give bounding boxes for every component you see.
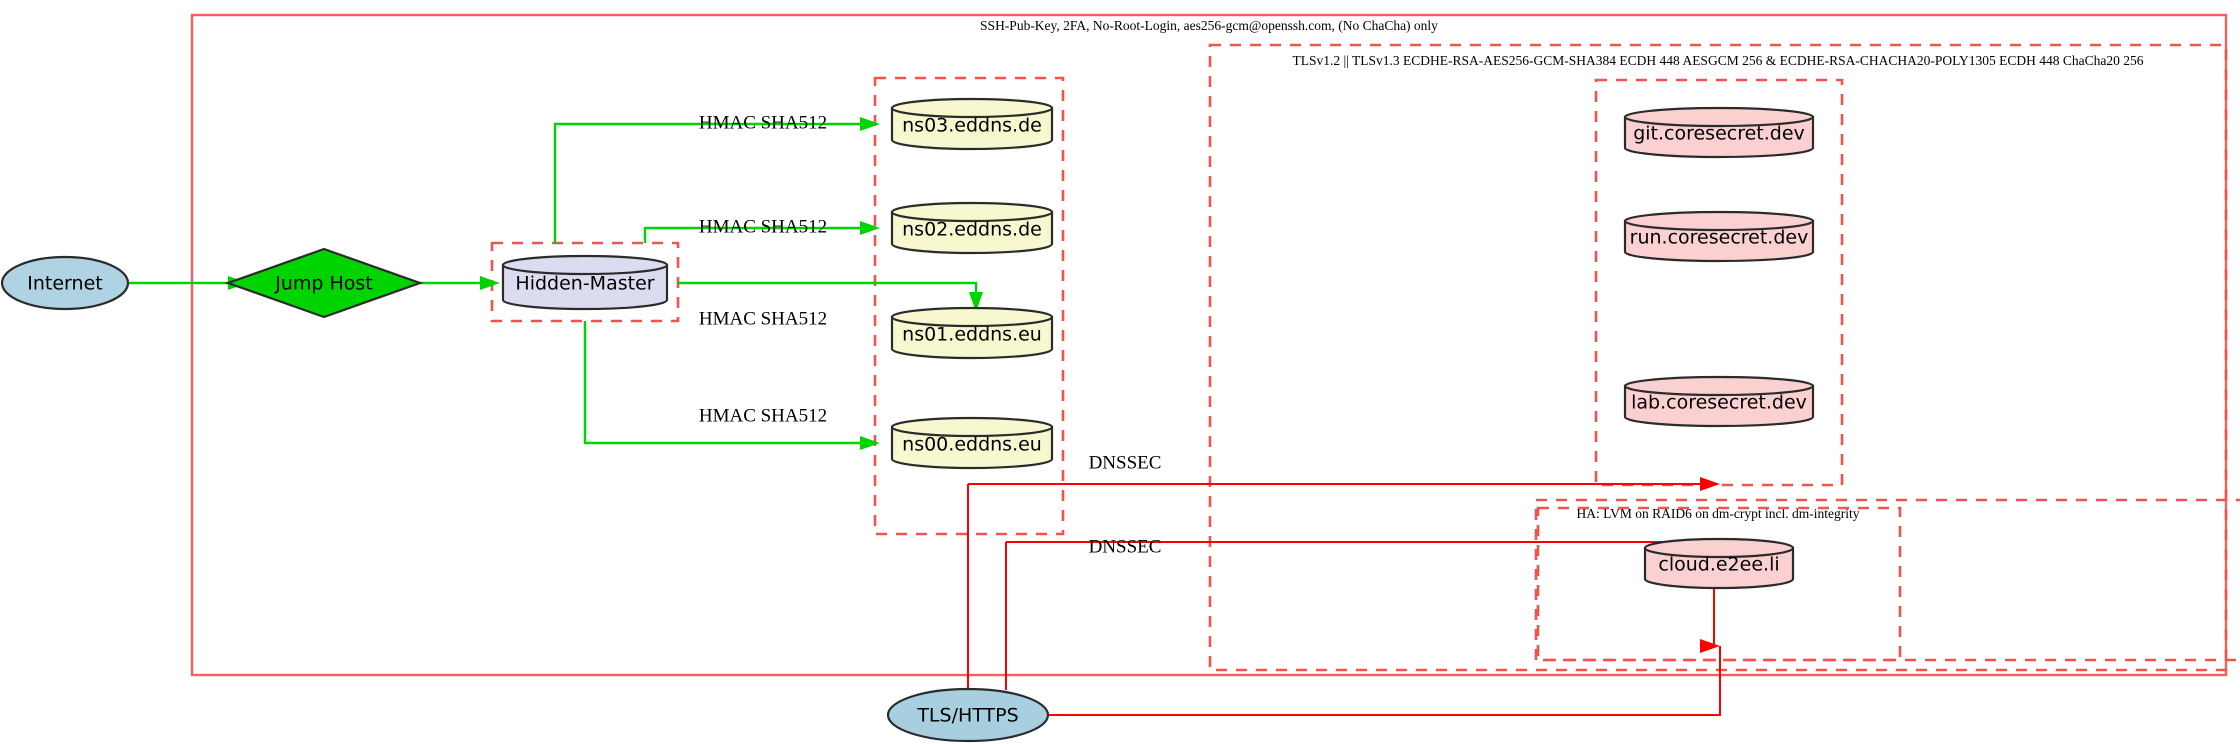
svg-text:Hidden-Master: Hidden-Master xyxy=(515,273,654,295)
svg-text:Jump Host: Jump Host xyxy=(274,273,373,295)
node-internet[interactable]: Internet xyxy=(0,255,130,311)
edge-master-ns02-arrow xyxy=(860,221,880,235)
cluster-ssh-boundary xyxy=(190,13,2228,677)
cluster-ha-label: HA: LVM on RAID6 on dm-crypt incl. dm-in… xyxy=(1577,506,1860,521)
edge-master-ns01-arrow xyxy=(969,292,983,312)
edge-label-hmac-ns01: HMAC SHA512 xyxy=(699,308,827,329)
edge-label-dnssec-lower: DNSSEC xyxy=(1089,536,1162,557)
svg-text:ns01.eddns.eu: ns01.eddns.eu xyxy=(902,324,1042,346)
svg-text:Internet: Internet xyxy=(27,273,102,295)
node-run-coresecret[interactable]: run.coresecret.dev xyxy=(1623,210,1815,263)
edge-master-ns00-arrow xyxy=(860,436,880,450)
svg-text:run.coresecret.dev: run.coresecret.dev xyxy=(1630,227,1809,249)
svg-text:git.coresecret.dev: git.coresecret.dev xyxy=(1633,123,1805,145)
cluster-ha-boundary xyxy=(1534,498,2240,662)
cluster-dns-boundary xyxy=(873,76,1065,536)
edge-master-ns01 xyxy=(678,281,978,292)
node-ns03[interactable]: ns03.eddns.de xyxy=(890,97,1054,151)
edge-dnssec-upper-arrow xyxy=(1700,477,1720,491)
edge-label-hmac-ns03: HMAC SHA512 xyxy=(699,112,827,133)
node-cloud-e2ee[interactable]: cloud.e2ee.li xyxy=(1643,537,1795,590)
svg-text:lab.coresecret.dev: lab.coresecret.dev xyxy=(1631,392,1807,414)
edge-label-dnssec-upper: DNSSEC xyxy=(1089,452,1162,473)
node-jumphost[interactable]: Jump Host xyxy=(224,247,424,319)
edge-label-hmac-ns00: HMAC SHA512 xyxy=(699,405,827,426)
node-ns01[interactable]: ns01.eddns.eu xyxy=(890,306,1054,360)
cluster-ssh-label: SSH-Pub-Key, 2FA, No-Root-Login, aes256-… xyxy=(980,18,1438,33)
node-ns02[interactable]: ns02.eddns.de xyxy=(890,201,1054,255)
node-hidden-master[interactable]: Hidden-Master xyxy=(501,254,669,311)
cluster-tls-boundary xyxy=(1208,43,2228,672)
node-git-coresecret[interactable]: git.coresecret.dev xyxy=(1623,106,1815,159)
node-ns00[interactable]: ns00.eddns.eu xyxy=(890,416,1054,470)
svg-text:TLS/HTTPS: TLS/HTTPS xyxy=(916,705,1018,727)
node-tls-https[interactable]: TLS/HTTPS xyxy=(886,687,1050,743)
node-lab-coresecret[interactable]: lab.coresecret.dev xyxy=(1623,375,1815,428)
svg-text:cloud.e2ee.li: cloud.e2ee.li xyxy=(1658,554,1779,576)
svg-text:ns02.eddns.de: ns02.eddns.de xyxy=(902,219,1042,241)
edge-tls-right-arrow xyxy=(1700,639,1720,653)
svg-text:ns03.eddns.de: ns03.eddns.de xyxy=(902,115,1042,137)
edge-master-ns03 xyxy=(553,122,860,243)
edge-jumphost-master-arrow xyxy=(480,276,500,290)
cluster-tls-label: TLSv1.2 || TLSv1.3 ECDHE-RSA-AES256-GCM-… xyxy=(1293,53,2144,68)
edge-tls-bottom-run xyxy=(1030,646,1721,716)
svg-text:ns00.eddns.eu: ns00.eddns.eu xyxy=(902,434,1042,456)
edge-master-ns00 xyxy=(583,321,860,445)
edge-master-ns03-arrow xyxy=(860,117,880,131)
cluster-cloud-boundary xyxy=(1536,506,1902,662)
cluster-services-boundary xyxy=(1594,78,1844,487)
edge-master-ns02 xyxy=(643,226,860,243)
edge-label-hmac-ns02: HMAC SHA512 xyxy=(699,216,827,237)
